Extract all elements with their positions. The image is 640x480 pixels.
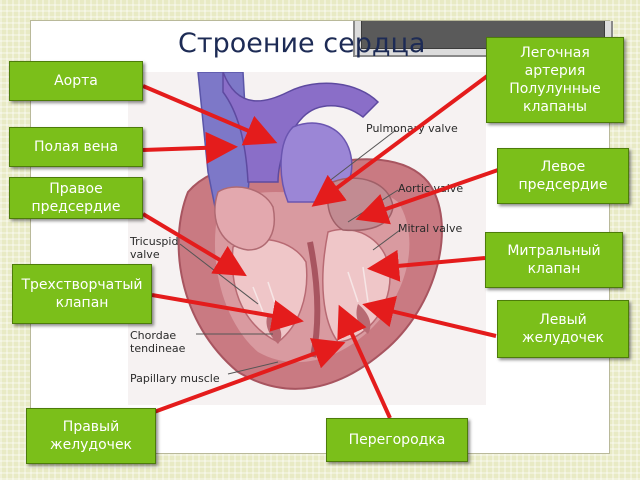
papillary-muscle-caption: Papillary muscle [130, 372, 220, 385]
label-mitral-valve: Митральный клапан [485, 232, 623, 288]
label-left-atrium: Левое предсердие [497, 148, 629, 204]
arrow-tricuspid-valve [151, 293, 304, 332]
arrow-pulmonary-artery [311, 72, 492, 207]
label-septum: Перегородка [326, 418, 468, 462]
tricuspid-valve-caption: Tricuspid valve [130, 235, 179, 261]
label-tricuspid-valve: Трехстворчатый клапан [12, 264, 152, 324]
arrow-mitral-valve [367, 249, 486, 282]
page-title: Строение сердца [178, 28, 426, 59]
label-vena-cava: Полая вена [9, 127, 143, 167]
arrow-right-atrium [141, 212, 247, 277]
label-right-ventricle: Правый желудочек [26, 408, 156, 464]
arrow-right-ventricle [153, 338, 346, 414]
label-right-atrium: Правое предсердие [9, 177, 143, 219]
arrow-left-atrium [355, 168, 499, 225]
arrow-septum [337, 304, 392, 419]
label-left-ventricle: Левый желудочек [497, 300, 629, 358]
arrow-left-ventricle [362, 295, 497, 338]
pulmonary-valve-caption: Pulmonary valve [366, 122, 458, 135]
label-pulmonary-artery: Легочная артерия Полулунные клапаны [486, 37, 624, 123]
label-aorta: Аорта [9, 61, 143, 101]
mitral-valve-caption: Mitral valve [398, 222, 463, 235]
aortic-valve-caption: Aortic valve [398, 182, 464, 195]
chordae-tendineae-caption: Chordae tendineae [130, 329, 186, 355]
arrow-aorta [142, 84, 278, 146]
arrow-vena-cava [142, 131, 238, 164]
